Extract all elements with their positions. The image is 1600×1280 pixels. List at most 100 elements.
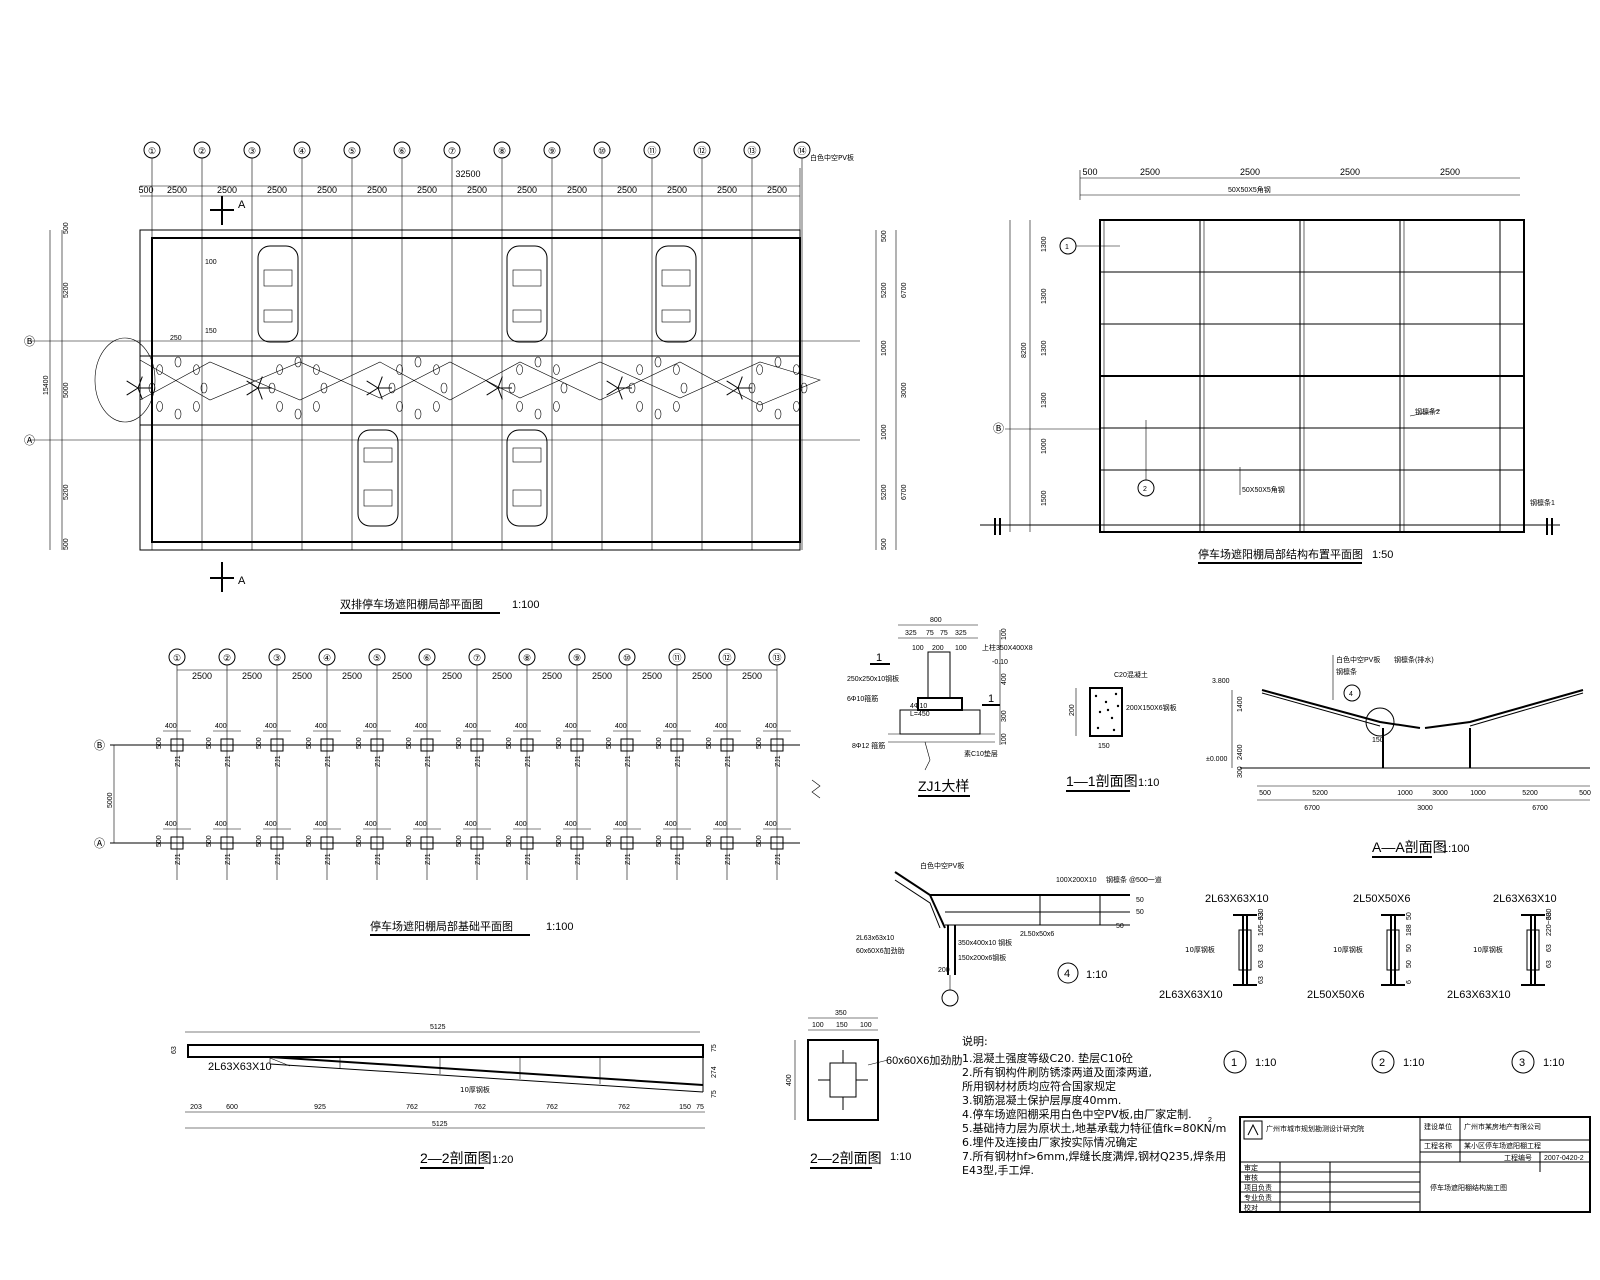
shrub-icon [793, 401, 800, 412]
footing-label: ZJ1 [525, 755, 532, 767]
shrub-icon [516, 401, 523, 412]
svg-text:75: 75 [711, 1090, 718, 1098]
pad-dimension: 400 [415, 821, 427, 828]
pad-dimension: 500 [506, 835, 513, 847]
palm-icon [246, 387, 259, 396]
svg-text:上柱350X400X8: 上柱350X400X8 [982, 643, 1033, 652]
detail-bubble-label: 2 [1379, 1057, 1385, 1069]
pad-dimension: 400 [215, 821, 227, 828]
svg-text:2L63X63X10: 2L63X63X10 [208, 1061, 272, 1073]
grid-label: ② [198, 146, 206, 156]
palm-icon [726, 387, 739, 396]
detail-bottom-label: 2L63X63X10 [1159, 989, 1223, 1001]
bay-dimension: 2500 [517, 185, 537, 195]
grid-label: ⑩ [623, 653, 631, 663]
svg-text:400: 400 [786, 1074, 793, 1086]
pad-dimension: 500 [606, 737, 613, 749]
pad-dimension: 500 [556, 835, 563, 847]
grid-label: ① [173, 653, 181, 663]
svg-text:250x250x10钢板: 250x250x10钢板 [847, 674, 899, 683]
palm-icon [126, 380, 139, 389]
footing-label: ZJ1 [175, 755, 182, 767]
aa-dimension: 5200 [1312, 790, 1328, 797]
bay-dimension: 2500 [292, 671, 312, 681]
car-icon [357, 429, 399, 527]
footing-label: ZJ1 [575, 853, 582, 865]
row-label-b-roof: Ⓑ [993, 422, 1004, 435]
svg-text:100: 100 [1001, 628, 1008, 640]
footing-label: ZJ1 [325, 755, 332, 767]
svg-text:50: 50 [1116, 923, 1124, 930]
footing-pad [320, 738, 334, 752]
grid-label: ④ [298, 146, 306, 156]
palm-icon [606, 387, 619, 396]
page-number: 2 [1208, 1117, 1212, 1124]
svg-text:500: 500 [881, 230, 888, 242]
detail-bottom-label: 2L63X63X10 [1447, 989, 1511, 1001]
svg-text:1000: 1000 [881, 424, 888, 440]
detail-bubble-label: 3 [1519, 1057, 1525, 1069]
grid-label: ⑬ [772, 653, 781, 663]
shrub-icon [516, 364, 523, 375]
aggregate-dot [1094, 694, 1098, 698]
shrub-icon [193, 401, 200, 412]
pv-note: 白色中空PV板 [810, 153, 854, 162]
svg-text:4Φ10: 4Φ10 [910, 703, 927, 710]
svg-text:500: 500 [63, 222, 70, 234]
shrub-icon [654, 408, 662, 420]
footing-label: ZJ1 [375, 755, 382, 767]
svg-text:150: 150 [836, 1022, 848, 1029]
aa-dimension: 500 [1259, 790, 1271, 797]
note-line: E43型,手工焊. [962, 1163, 1034, 1177]
pad-dimension: 500 [606, 835, 613, 847]
palm-icon [377, 387, 383, 400]
shrub-icon [534, 408, 542, 420]
shrub-icon [553, 401, 560, 412]
footing-pad [770, 836, 784, 850]
s22a-dimension: 762 [546, 1104, 558, 1111]
palm-icon [377, 376, 383, 389]
pad-dimension: 400 [715, 821, 727, 828]
grid-label: ⑧ [498, 146, 506, 156]
shrub-icon [800, 382, 808, 394]
shrub-icon [268, 382, 276, 394]
bubble-1: 1 [1065, 244, 1069, 251]
grid-label: ⑥ [423, 653, 431, 663]
grid-label: ⑤ [348, 146, 356, 156]
svg-text:1400: 1400 [1237, 696, 1244, 712]
shrub-icon [673, 364, 680, 375]
svg-text:15400: 15400 [43, 375, 50, 395]
svg-text:6700: 6700 [901, 484, 908, 500]
footing-label: ZJ1 [425, 853, 432, 865]
institute-name: 广州市城市规划勘测设计研究院 [1266, 1124, 1364, 1133]
footing-pad [270, 836, 284, 850]
pad-dimension: 400 [365, 821, 377, 828]
shrub-icon [276, 401, 283, 412]
svg-text:5200: 5200 [881, 282, 888, 298]
pad-dimension: 500 [256, 737, 263, 749]
pad-dimension: 500 [656, 737, 663, 749]
aa-dimension: 1000 [1397, 790, 1413, 797]
footing-pad [470, 836, 484, 850]
aggregate-dot [1116, 704, 1120, 708]
svg-text:5200: 5200 [63, 282, 70, 298]
palm-icon [126, 387, 139, 396]
svg-text:1: 1 [988, 693, 994, 705]
sheet-title: 停车场遮阳棚结构施工图 [1430, 1183, 1507, 1192]
shrub-icon [553, 364, 560, 375]
grid-label: ⑥ [398, 146, 406, 156]
svg-text:100: 100 [812, 1022, 824, 1029]
footing-pad [620, 836, 634, 850]
pad-dimension: 400 [565, 821, 577, 828]
bay-dimension: 2500 [617, 185, 637, 195]
client-name: 广州市某房地产有限公司 [1464, 1122, 1541, 1131]
pad-dimension: 400 [765, 821, 777, 828]
roof-left-dimension: 1300 [1041, 288, 1048, 304]
svg-text:8200: 8200 [1021, 342, 1028, 358]
note-line: 3.钢筋混凝土保护层厚度40mm. [962, 1093, 1121, 1107]
svg-text:白色中空PV板: 白色中空PV板 [920, 861, 964, 870]
pad-dimension: 500 [556, 737, 563, 749]
svg-text:白色中空PV板: 白色中空PV板 [1336, 655, 1380, 664]
bay-dimension: 2500 [167, 185, 187, 195]
roof-left-dimension: 1300 [1041, 392, 1048, 408]
